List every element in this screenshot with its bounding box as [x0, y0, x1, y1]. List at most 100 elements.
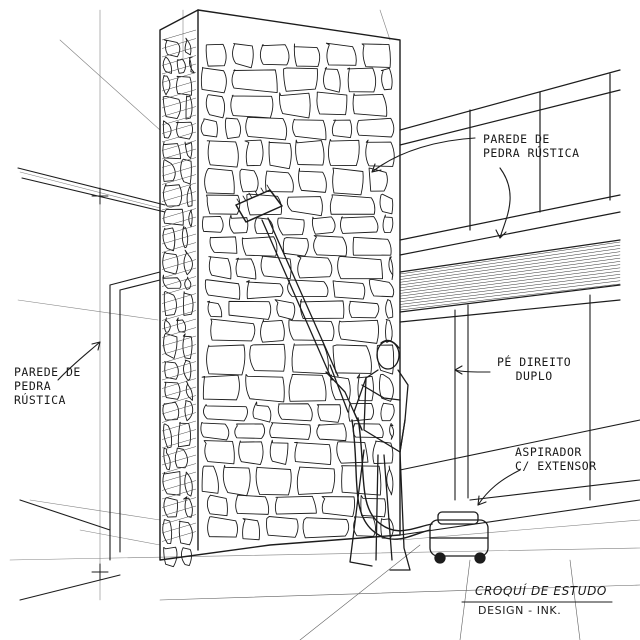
stone [311, 216, 336, 235]
stone [176, 317, 187, 333]
stone [183, 496, 193, 518]
stone [348, 300, 380, 319]
stone [229, 214, 249, 234]
label-wall-top-line1: PAREDE DE [483, 132, 550, 146]
label-wall-top-line2: PEDRA RÚSTICA [483, 146, 580, 160]
hatch-line [161, 505, 197, 517]
stone [244, 139, 264, 167]
stone [286, 196, 323, 217]
hatch-line [161, 208, 197, 219]
stone [313, 235, 348, 257]
stone [331, 119, 353, 138]
stone [283, 67, 318, 92]
stone [254, 217, 274, 234]
stone [337, 256, 383, 280]
stone [222, 464, 251, 497]
stone [184, 276, 192, 290]
label-vacuum-line1: ASPIRADOR [515, 445, 582, 459]
hatch-line [161, 301, 197, 313]
stone [338, 319, 380, 344]
hatch-line [161, 29, 197, 41]
stone [185, 95, 193, 120]
stone [279, 92, 311, 119]
hatch-line [161, 412, 197, 423]
stone [205, 43, 227, 67]
hatch-line [161, 276, 197, 287]
hatch-line [161, 361, 197, 372]
stone [162, 159, 176, 182]
stone [380, 402, 395, 422]
stone [249, 343, 286, 372]
hatch-line [161, 250, 197, 262]
hatch-line [161, 182, 197, 194]
stone [245, 116, 288, 141]
stone [277, 217, 305, 236]
stone [234, 423, 266, 439]
stone [238, 440, 264, 466]
hatch-line [161, 106, 197, 117]
stone [174, 447, 188, 469]
stone [164, 361, 179, 380]
hatch-line [161, 471, 197, 483]
shadow-hatching [161, 29, 197, 542]
stone [356, 117, 395, 138]
stone [206, 300, 223, 318]
ceiling-slat [399, 270, 621, 300]
hatch-line [161, 199, 197, 211]
stone [201, 374, 240, 401]
hatch-line [161, 318, 197, 330]
stone [352, 236, 392, 256]
stone [385, 318, 393, 343]
leader-arrows [57, 137, 521, 506]
stone [177, 421, 192, 448]
stone [200, 422, 230, 441]
stone [299, 298, 345, 320]
stone [204, 167, 235, 195]
stone [382, 214, 394, 234]
stone [163, 317, 171, 333]
stone [181, 225, 189, 249]
hatch-line [161, 216, 197, 228]
stone [232, 43, 254, 69]
stone [332, 167, 364, 196]
stone [269, 422, 311, 440]
hatch-line [161, 293, 197, 304]
stone [185, 380, 193, 401]
ceiling-slat [399, 274, 621, 302]
stone [330, 374, 351, 401]
hatch-line [161, 327, 197, 338]
stone [235, 257, 257, 280]
stone [239, 168, 259, 193]
hatch-line [161, 386, 197, 398]
stone [162, 519, 173, 545]
hatch-line [161, 463, 197, 474]
label-wall-left-line1: PAREDE DE [14, 365, 81, 379]
stone [294, 441, 332, 466]
stone [348, 401, 374, 422]
stone [288, 373, 327, 402]
stone [360, 494, 387, 518]
stone [328, 138, 360, 167]
hatch-line [161, 80, 197, 92]
ceiling-slat [399, 245, 621, 277]
stone [163, 546, 178, 568]
sketch-title: CROQUÍ DE ESTUDO [475, 584, 607, 598]
stone [341, 465, 382, 496]
stone [340, 216, 379, 234]
ceiling-slat [399, 267, 621, 297]
stone [210, 318, 256, 342]
stone [316, 91, 348, 116]
stone [206, 194, 241, 215]
hatch-line [161, 497, 197, 508]
hatch-line [161, 123, 197, 134]
hatch-line [161, 157, 197, 168]
hatch-line [161, 284, 197, 296]
label-ceiling-line1: PÉ DIREITO [497, 355, 572, 369]
stone [260, 319, 285, 343]
stone [368, 278, 395, 298]
hatch-line [161, 225, 197, 236]
hatch-line [161, 429, 197, 440]
hatch-line [161, 191, 197, 202]
extension-pole [261, 217, 349, 413]
